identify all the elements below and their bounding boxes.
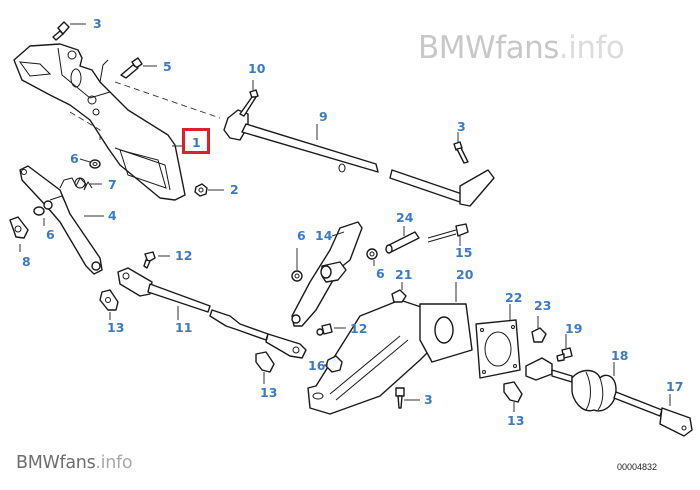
watermark-bottom-main: BMWfans xyxy=(16,453,96,473)
callout-7[interactable]: 7 xyxy=(108,177,117,192)
watermark-top-main: BMWfans xyxy=(418,30,559,66)
bracket-20[interactable] xyxy=(307,299,473,415)
washer-6-right[interactable] xyxy=(366,248,378,260)
callout-14[interactable]: 14 xyxy=(315,228,333,243)
callout-6-lower-left[interactable]: 6 xyxy=(46,227,55,242)
callout-6-upper[interactable]: 6 xyxy=(70,151,79,166)
lever-4[interactable] xyxy=(19,165,103,275)
clip-13-left[interactable] xyxy=(99,289,119,311)
callout-13-center[interactable]: 13 xyxy=(260,385,278,400)
washer-6-lower-left[interactable] xyxy=(33,200,53,216)
callout-19[interactable]: 19 xyxy=(565,321,583,336)
return-spring-7[interactable] xyxy=(59,177,93,191)
clip-8[interactable] xyxy=(9,216,29,239)
bolt-15[interactable] xyxy=(427,223,469,243)
push-rod-17[interactable] xyxy=(613,391,693,437)
clip-13-center[interactable] xyxy=(255,351,275,373)
nut-16[interactable] xyxy=(325,355,343,373)
callout-17[interactable]: 17 xyxy=(666,379,684,394)
selected-part-highlight xyxy=(182,128,210,154)
callout-6-right[interactable]: 6 xyxy=(376,266,385,281)
washer-6-upper[interactable] xyxy=(89,159,101,169)
callout-6-center[interactable]: 6 xyxy=(297,228,306,243)
bolt-3-top[interactable] xyxy=(52,21,70,41)
watermark-top-suffix: .info xyxy=(558,30,625,66)
callout-12-upper[interactable]: 12 xyxy=(175,248,193,263)
callout-1[interactable]: 1 xyxy=(192,135,201,150)
callout-22[interactable]: 22 xyxy=(505,290,523,305)
lever-14[interactable] xyxy=(291,221,363,327)
leader-lines xyxy=(19,23,671,412)
callout-11[interactable]: 11 xyxy=(175,320,193,335)
pin-12-lower[interactable] xyxy=(316,323,333,336)
callout-9[interactable]: 9 xyxy=(319,109,328,124)
sleeve-24[interactable] xyxy=(385,231,420,254)
bolt-10[interactable] xyxy=(239,89,259,117)
callout-4[interactable]: 4 xyxy=(108,208,117,223)
bolt-5[interactable] xyxy=(120,57,143,79)
watermark-bottom-suffix: .info xyxy=(95,453,133,473)
callout-3-top[interactable]: 3 xyxy=(93,16,102,31)
nut-21[interactable] xyxy=(391,289,407,303)
callout-12-lower[interactable]: 12 xyxy=(350,321,368,336)
callout-16[interactable]: 16 xyxy=(308,358,326,373)
pedal-bracket[interactable] xyxy=(13,43,186,201)
callout-2[interactable]: 2 xyxy=(230,182,239,197)
callout-13-left[interactable]: 13 xyxy=(107,320,125,335)
callout-23[interactable]: 23 xyxy=(534,298,552,313)
watermark-bottom: BMWfans.info xyxy=(16,453,133,473)
push-rod-11[interactable] xyxy=(117,267,307,359)
clip-13-right[interactable] xyxy=(503,381,523,403)
shaft-9[interactable] xyxy=(223,109,495,207)
callout-24[interactable]: 24 xyxy=(396,210,414,225)
callout-18[interactable]: 18 xyxy=(611,348,629,363)
gasket-22[interactable] xyxy=(475,319,521,379)
callout-3-right[interactable]: 3 xyxy=(457,119,466,134)
nut-23[interactable] xyxy=(531,327,547,343)
callout-13-right[interactable]: 13 xyxy=(507,413,525,428)
callout-21[interactable]: 21 xyxy=(395,267,413,282)
callout-5[interactable]: 5 xyxy=(163,59,172,74)
callout-15[interactable]: 15 xyxy=(455,245,473,260)
diagram-reference-code: 00004832 xyxy=(617,462,658,472)
bolt-3-bottom[interactable] xyxy=(395,387,405,409)
callout-10[interactable]: 10 xyxy=(248,61,266,76)
nut-2[interactable] xyxy=(194,183,208,197)
callout-8[interactable]: 8 xyxy=(22,254,31,269)
washer-6-center[interactable] xyxy=(291,270,303,282)
pin-12-upper[interactable] xyxy=(143,251,156,269)
callout-3-bottom[interactable]: 3 xyxy=(424,392,433,407)
watermark-top: BMWfans.info xyxy=(418,30,625,66)
bolt-3-right[interactable] xyxy=(453,141,469,164)
bolt-19[interactable] xyxy=(556,347,573,362)
callout-20[interactable]: 20 xyxy=(456,267,474,282)
slave-cylinder-18[interactable] xyxy=(525,357,617,412)
